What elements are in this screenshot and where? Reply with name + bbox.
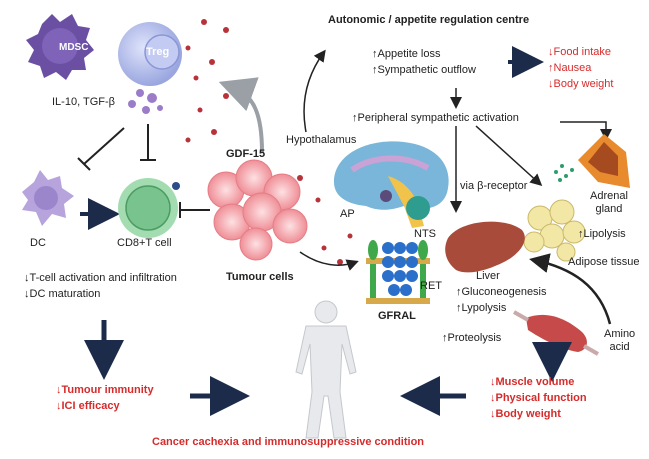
via-beta-label: via β-receptor [460, 180, 528, 192]
gluconeogenesis-label: ↑Gluconeogenesis [456, 286, 547, 298]
inhibition-lines [77, 124, 210, 218]
liver-label: Liver [476, 270, 500, 282]
cytokine-dots [128, 89, 163, 114]
autonomic-title: Autonomic / appetite regulation centre [328, 14, 530, 26]
food-intake-label: ↓Food intake [548, 46, 611, 58]
liver-icon [445, 221, 525, 273]
treg-label: Treg [146, 46, 170, 58]
autonomic-flow-lines [450, 88, 612, 213]
lipolysis-left-label: ↑Lypolysis [456, 302, 507, 314]
hypothalamus-label: Hypothalamus [286, 134, 357, 146]
footer-caption: Cancer cachexia and immunosuppressive co… [152, 436, 425, 448]
proteolysis-label: ↑Proteolysis [442, 332, 502, 344]
tcell-effect-2: ↓DC maturation [24, 288, 101, 300]
lipolysis-right-label: ↑Lipolysis [578, 228, 626, 240]
adipose-tissue-icon [523, 199, 586, 262]
amino-to-liver-arrow [529, 253, 612, 325]
gdf15-feedback-arrow [218, 77, 264, 153]
amino-acid-label: Amino acid [604, 328, 636, 353]
gfral-label: GFRAL [378, 310, 416, 322]
tcell-effect-1: ↓T-cell activation and infiltration [24, 272, 177, 284]
muscle-volume-label: ↓Muscle volume [490, 376, 575, 388]
hypothalamus-to-centre-arrow [303, 49, 326, 133]
sympathetic-outflow-label: ↑Sympathetic outflow [372, 64, 476, 76]
gfral-receptor-icon [366, 240, 430, 304]
brain-icon [334, 141, 449, 228]
tumour-cells-icon [207, 159, 308, 261]
peripheral-label: ↑Peripheral sympathetic activation [352, 112, 519, 124]
dc-cell-icon [22, 170, 74, 226]
appetite-loss-label: ↑Appetite loss [372, 48, 441, 60]
gdf15-dots [185, 19, 353, 265]
mdsc-label: MDSC [59, 42, 89, 53]
treg-cell-icon [118, 22, 182, 86]
cd8-label: CD8+T cell [117, 237, 172, 249]
physical-function-label: ↓Physical function [490, 392, 587, 404]
tumour-cells-label: Tumour cells [226, 271, 294, 283]
adipose-label: Adipose tissue [568, 256, 640, 268]
ap-label: AP [340, 208, 355, 220]
nts-label: NTS [414, 228, 436, 240]
adrenal-gland-icon [554, 134, 630, 188]
ici-efficacy-label: ↓ICI efficacy [56, 400, 120, 412]
human-body-icon [295, 300, 357, 439]
body-weight-bottom-label: ↓Body weight [490, 408, 561, 420]
mdsc-cell-icon [26, 14, 94, 80]
tumour-to-gfral-arrow [299, 251, 359, 271]
body-weight-top-label: ↓Body weight [548, 78, 614, 90]
adrenal-gland-label: Adrenal gland [590, 190, 628, 215]
ret-label: RET [420, 280, 442, 292]
il10-label: IL-10, TGF-β [52, 96, 115, 108]
cd8-cell-icon [118, 178, 180, 238]
dc-label: DC [30, 237, 46, 249]
nausea-label: ↑Nausea [548, 62, 592, 74]
gdf15-label: GDF-15 [226, 148, 266, 160]
muscle-icon [513, 310, 599, 356]
tumour-immunity-label: ↓Tumour immunity [56, 384, 154, 396]
